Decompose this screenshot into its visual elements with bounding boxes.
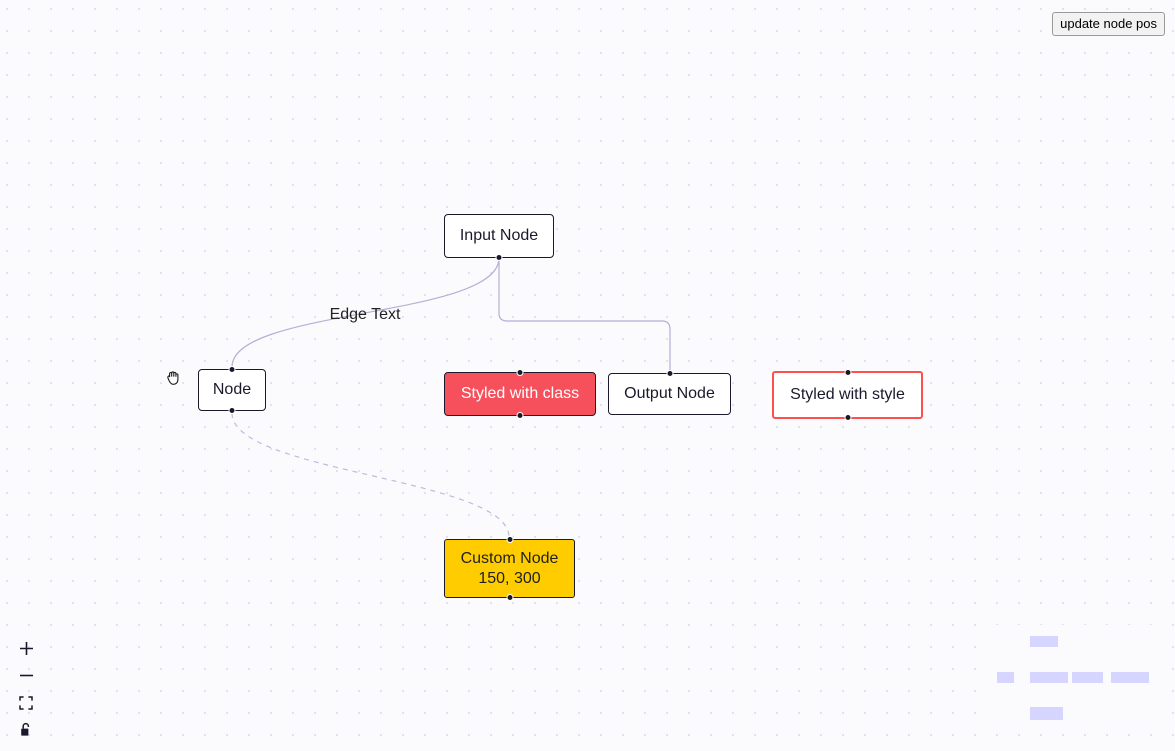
node-label: Styled with style [790, 386, 905, 404]
node-label: Node [212, 381, 252, 399]
handle-source-bottom[interactable] [495, 254, 503, 261]
minimap-node [1030, 672, 1068, 683]
handle-source-bottom[interactable] [228, 407, 236, 414]
unlock-icon [19, 722, 33, 738]
handle-source-bottom[interactable] [516, 412, 524, 419]
minimap-node [1030, 707, 1063, 720]
handle-target-top[interactable] [516, 369, 524, 376]
handle-source-bottom[interactable] [506, 594, 513, 601]
node-label: Input Node [459, 227, 539, 245]
handle-target-top[interactable] [666, 370, 673, 377]
grab-cursor [164, 369, 182, 387]
controls-panel [10, 635, 42, 743]
zoom-out-button[interactable] [10, 662, 42, 689]
handle-target-top[interactable] [506, 536, 513, 543]
fit-view-icon [19, 695, 33, 710]
edge-node2-to-custom[interactable] [231, 412, 510, 538]
node-position-label: 150, 300 [478, 569, 541, 587]
node-input-node[interactable]: Input Node [444, 214, 554, 261]
node-custom-node[interactable]: Custom Node 150, 300 [444, 536, 575, 601]
node-label: Output Node [624, 385, 715, 403]
handle-source-bottom[interactable] [844, 414, 851, 421]
minimap[interactable] [992, 625, 1170, 721]
node-styled-with-class[interactable]: Styled with class [444, 369, 596, 419]
minimap-node [997, 672, 1014, 683]
minimap-node [1072, 672, 1103, 683]
toggle-interactivity-button[interactable] [10, 716, 42, 743]
edge-input-to-output[interactable] [498, 258, 671, 371]
minimap-node [1030, 636, 1058, 647]
panel-top-right: update node pos [1052, 12, 1165, 36]
node-label: Custom Node [460, 549, 559, 567]
edge-path[interactable] [231, 257, 500, 368]
minus-icon [19, 668, 34, 683]
plus-icon [19, 641, 34, 656]
edge-label-edge-text: Edge Text [330, 306, 401, 323]
edge-input-to-node2[interactable] [231, 257, 500, 368]
minimap-node [1111, 672, 1149, 683]
node-styled-with-style[interactable]: Styled with style [772, 369, 923, 421]
handle-target-top[interactable] [228, 366, 236, 373]
handle-target-top[interactable] [844, 369, 851, 376]
edge-path[interactable] [498, 258, 671, 371]
node-label: Styled with class [460, 385, 580, 403]
node-output-node[interactable]: Output Node [608, 370, 731, 415]
zoom-in-button[interactable] [10, 635, 42, 662]
fit-view-button[interactable] [10, 689, 42, 716]
edge-path[interactable] [231, 412, 510, 538]
update-node-pos-button[interactable]: update node pos [1052, 12, 1165, 36]
node-node[interactable]: Node [198, 366, 266, 414]
